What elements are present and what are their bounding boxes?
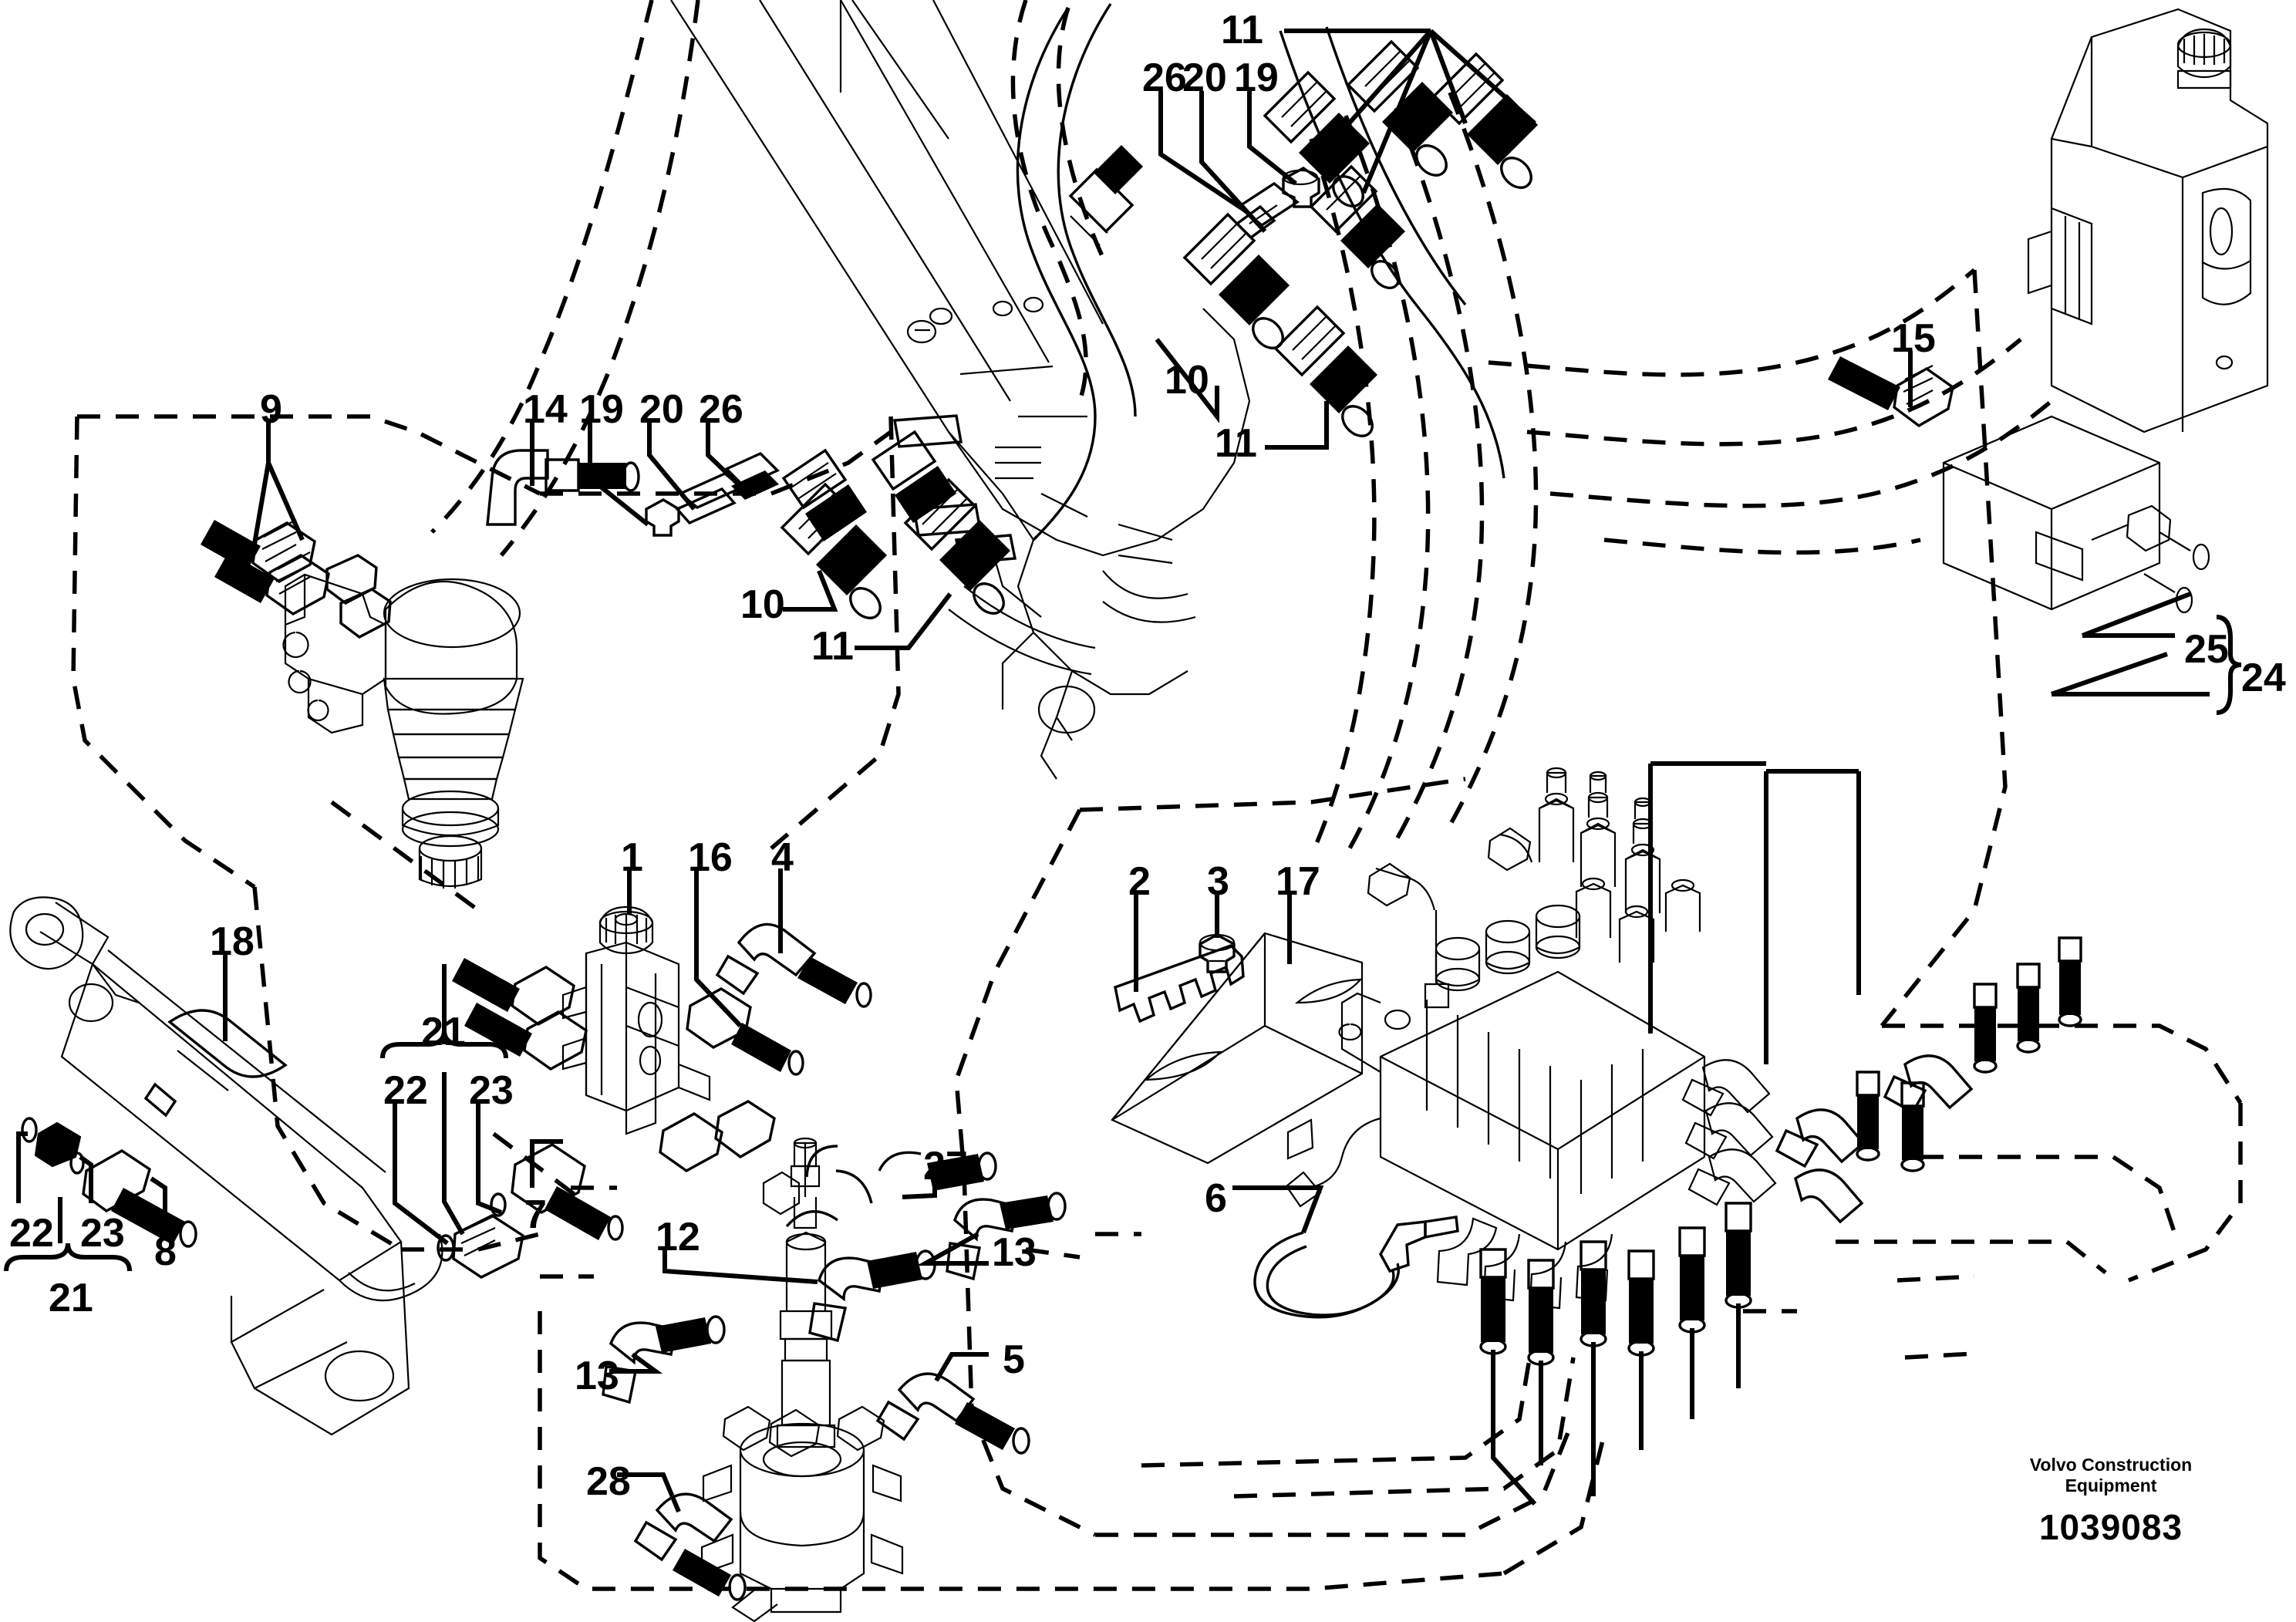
main-control-valve-bank bbox=[1285, 767, 1777, 1310]
callout-28: 28 bbox=[586, 1459, 631, 1504]
callout-3: 3 bbox=[1207, 859, 1229, 904]
swivel-elbow-fittings bbox=[602, 1145, 1067, 1601]
callout-13-right: 13 bbox=[992, 1230, 1037, 1275]
top-hose-fittings bbox=[201, 39, 1538, 639]
callout-5: 5 bbox=[1003, 1337, 1025, 1382]
control-valve-block bbox=[452, 905, 872, 1173]
callout-20-left: 20 bbox=[639, 387, 684, 432]
callout-19-top: 19 bbox=[1234, 56, 1279, 100]
callout-10-lower: 10 bbox=[740, 582, 785, 627]
callout-21-right: 21 bbox=[421, 1010, 466, 1054]
cylinder-fittings-right bbox=[437, 1143, 624, 1279]
callout-22-right: 22 bbox=[383, 1068, 428, 1113]
footer-block: Volvo Construction Equipment 1039083 bbox=[1949, 1455, 2273, 1548]
callout-23-right: 23 bbox=[469, 1068, 514, 1113]
hydraulic-oil-tank bbox=[1828, 8, 2269, 614]
callout-18: 18 bbox=[210, 919, 255, 964]
brand-line-1: Volvo Construction bbox=[2029, 1455, 2193, 1475]
callout-1: 1 bbox=[621, 835, 643, 880]
callout-2: 2 bbox=[1128, 859, 1151, 904]
far-right-hose-elbows bbox=[1775, 936, 2082, 1224]
callout-14: 14 bbox=[523, 387, 568, 432]
bracket-bolt-cover-group bbox=[1111, 932, 1364, 1165]
callout-6: 6 bbox=[1205, 1176, 1227, 1221]
callout-leader-lines bbox=[4, 29, 2242, 1513]
callout-20-top: 20 bbox=[1182, 56, 1227, 100]
callout-11-middle: 11 bbox=[1215, 421, 1257, 466]
callout-24: 24 bbox=[2241, 656, 2286, 700]
cable-tie bbox=[1253, 1216, 1459, 1319]
swing-motor-assembly bbox=[282, 573, 524, 889]
callout-21-left: 21 bbox=[49, 1276, 93, 1320]
callout-23-left: 23 bbox=[80, 1211, 125, 1256]
callout-22-left: 22 bbox=[9, 1211, 54, 1256]
callout-7: 7 bbox=[524, 1192, 547, 1237]
callout-26-left: 26 bbox=[699, 387, 743, 432]
callout-16: 16 bbox=[688, 835, 733, 880]
boom-arm-assembly bbox=[670, 0, 1251, 780]
callout-11-lower: 11 bbox=[811, 624, 854, 669]
callout-17: 17 bbox=[1276, 859, 1320, 904]
part-number: 1039083 bbox=[2038, 1507, 2183, 1547]
valve-bank-port-fittings bbox=[1479, 1202, 1752, 1366]
hose-route-dashed-lines bbox=[71, 0, 2243, 1591]
callout-11-top: 11 bbox=[1221, 8, 1263, 52]
callout-8: 8 bbox=[154, 1229, 177, 1274]
callout-26-top: 26 bbox=[1142, 56, 1187, 100]
callout-13-left: 13 bbox=[575, 1354, 619, 1398]
callout-15: 15 bbox=[1891, 316, 1936, 361]
rotary-swivel-joint bbox=[700, 1137, 904, 1622]
brand-line-2: Equipment bbox=[2065, 1475, 2157, 1496]
callout-27: 27 bbox=[923, 1144, 968, 1189]
callout-19-left: 19 bbox=[579, 387, 624, 432]
callout-9: 9 bbox=[260, 387, 282, 432]
hydraulic-cylinder bbox=[9, 896, 443, 1436]
callout-10-upper: 10 bbox=[1165, 358, 1209, 403]
callout-12: 12 bbox=[656, 1215, 700, 1259]
cylinder-fittings-left bbox=[21, 1117, 197, 1248]
hydraulic-hoses bbox=[948, 3, 1505, 676]
callout-25: 25 bbox=[2184, 627, 2229, 672]
callout-4: 4 bbox=[771, 835, 794, 880]
